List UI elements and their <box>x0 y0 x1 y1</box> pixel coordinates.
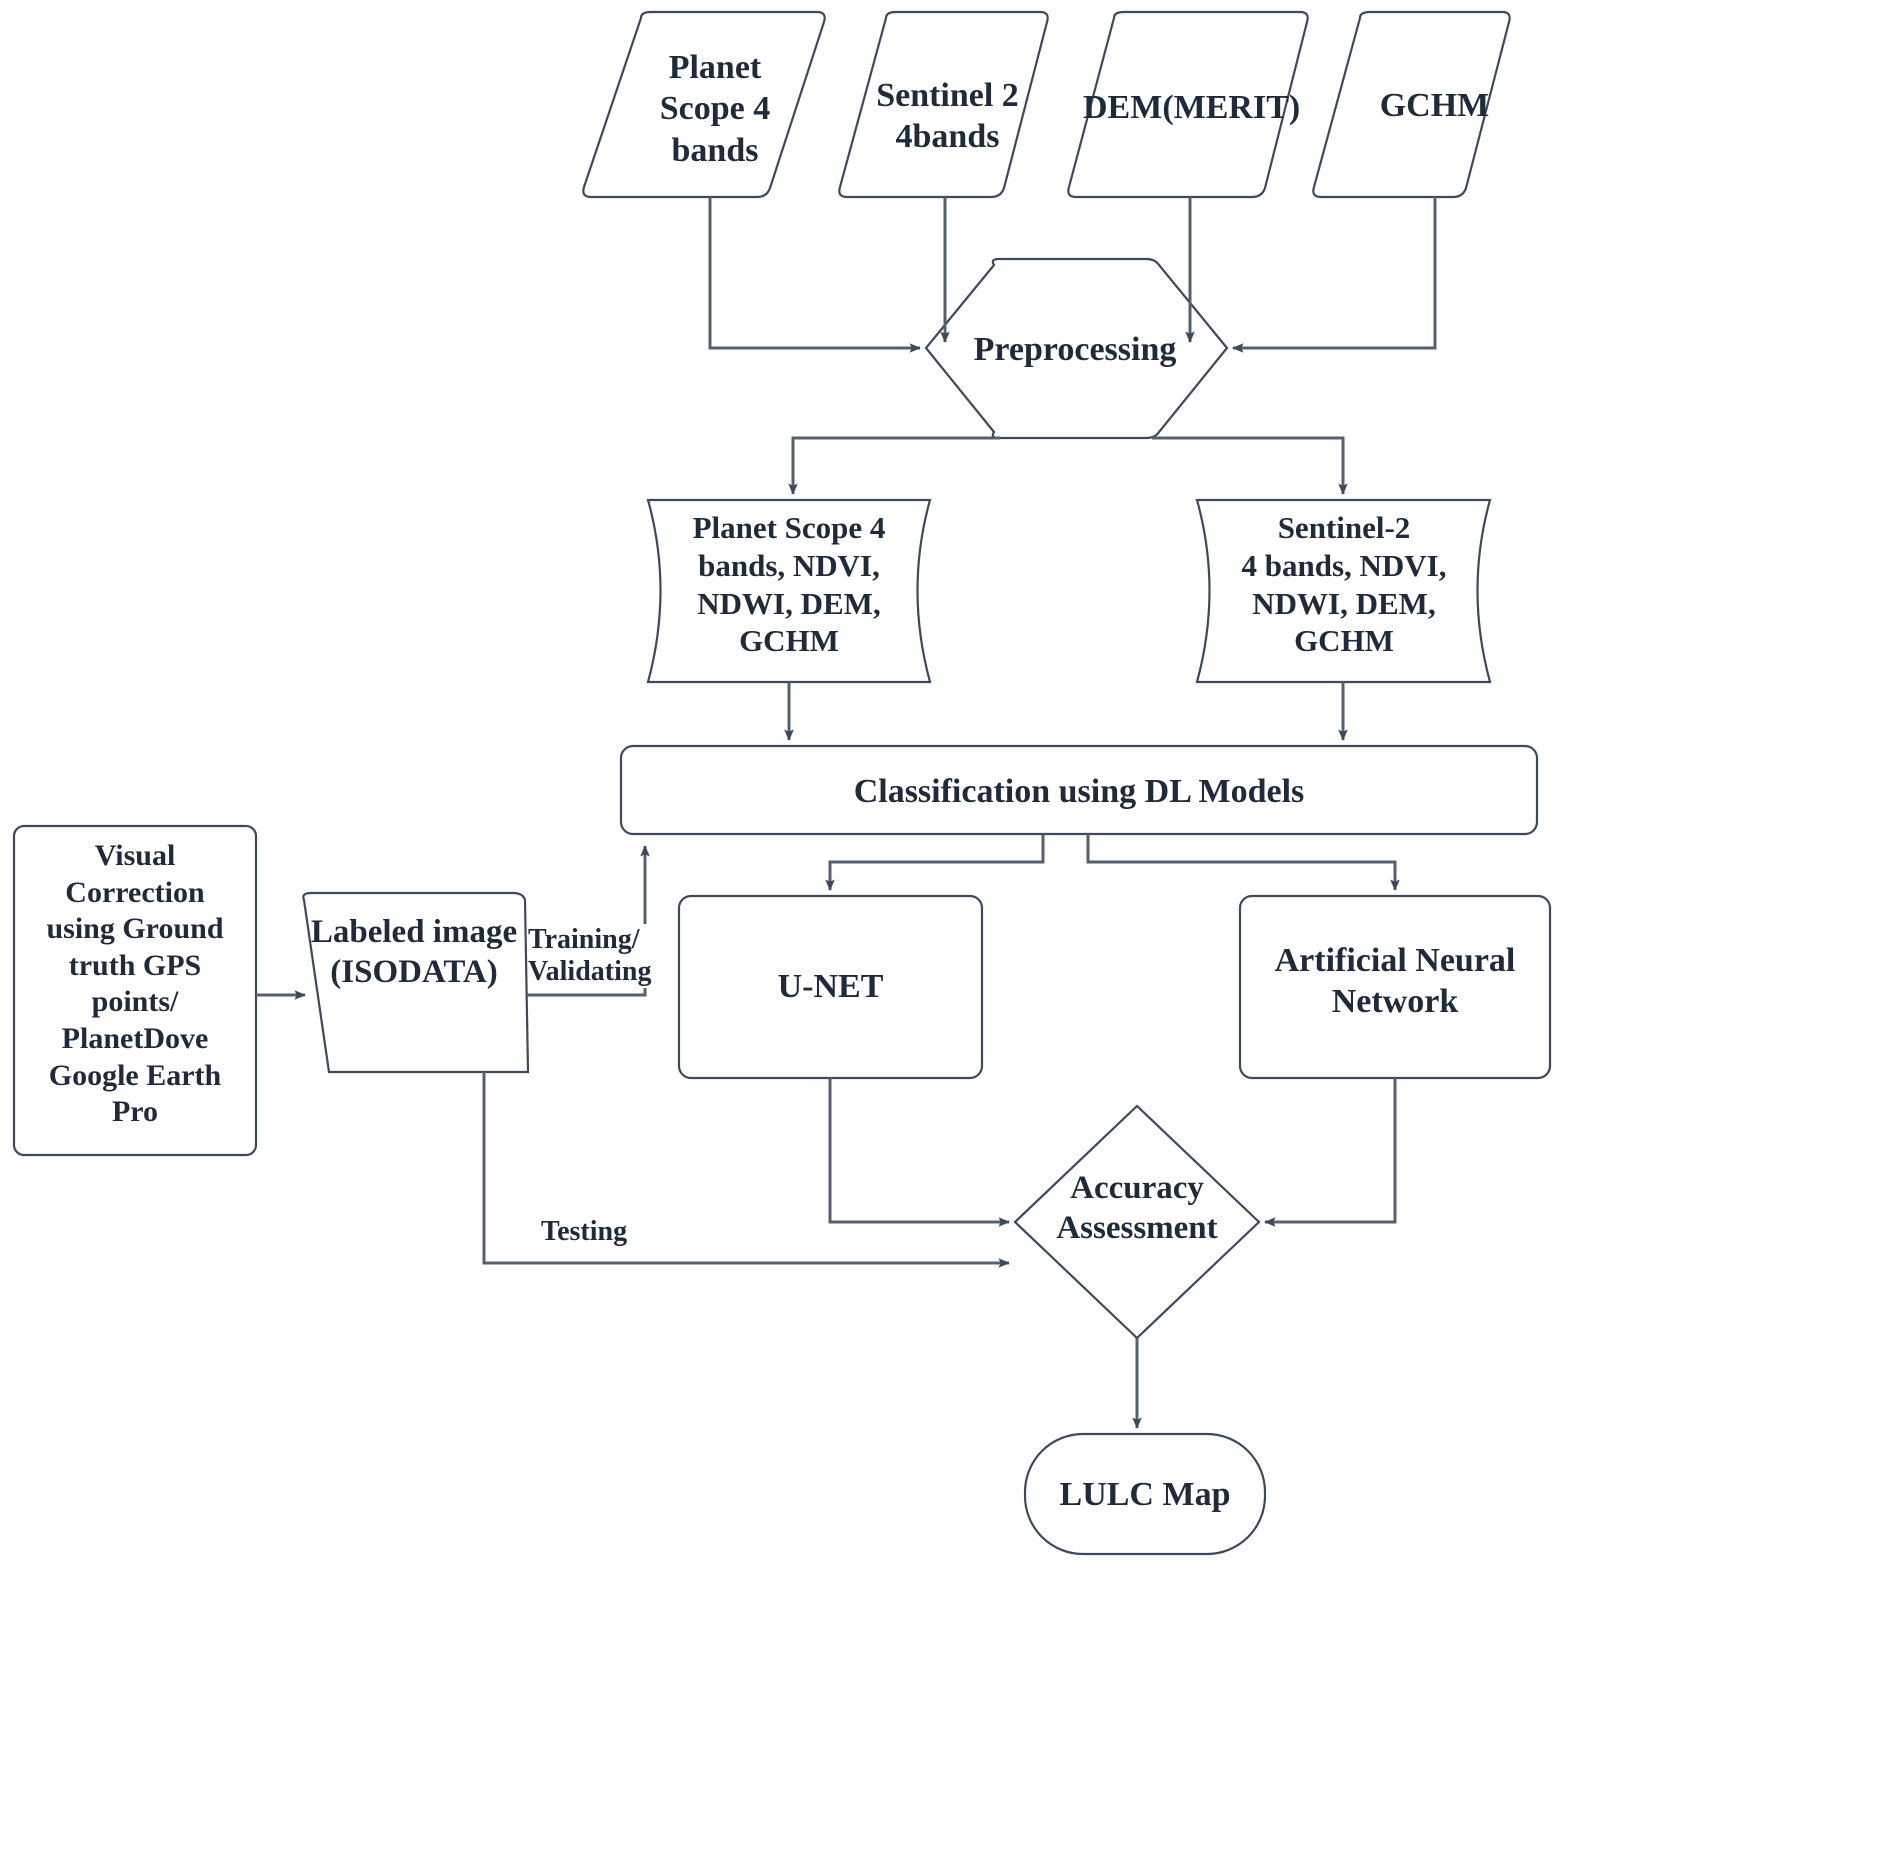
edge-gchm-to-preprocessing <box>1232 197 1437 353</box>
accuracy-shape[interactable] <box>1013 1104 1261 1340</box>
preprocessing-shape[interactable] <box>924 257 1229 440</box>
training-validating-edge-label: Training/ Validating <box>528 924 663 989</box>
gchm-source-shape[interactable] <box>1312 10 1511 199</box>
edge-classification-to-ann <box>1086 834 1400 891</box>
edge-preprocessing-to-sentinel-store <box>1152 436 1348 495</box>
dem-source-shape[interactable] <box>1067 10 1309 199</box>
edge-ann-to-accuracy <box>1264 1078 1397 1227</box>
edge-labeled-image-to-accuracy <box>482 1072 1010 1268</box>
edge-preprocessing-to-planetscope-store <box>788 436 1000 495</box>
planetscope-store-shape[interactable] <box>646 498 932 684</box>
unet-shape[interactable] <box>677 894 984 1080</box>
edge-unet-to-accuracy <box>828 1078 1010 1227</box>
labeled-image-shape[interactable] <box>302 891 530 1074</box>
sentinel-source-shape[interactable] <box>838 10 1049 199</box>
classification-shape[interactable] <box>619 744 1539 836</box>
edge-labeled-image-to-classification <box>527 845 650 997</box>
ann-shape[interactable] <box>1238 894 1552 1080</box>
sentinel-store-shape[interactable] <box>1195 498 1492 684</box>
testing-edge-label: Testing <box>541 1216 651 1249</box>
edge-planetscope-to-preprocessing <box>708 197 921 353</box>
planetscope-source-shape[interactable] <box>582 10 826 199</box>
visual-correction-shape[interactable] <box>12 824 258 1157</box>
edge-classification-to-unet <box>825 834 1045 891</box>
lulc-map-shape[interactable] <box>1023 1432 1267 1556</box>
